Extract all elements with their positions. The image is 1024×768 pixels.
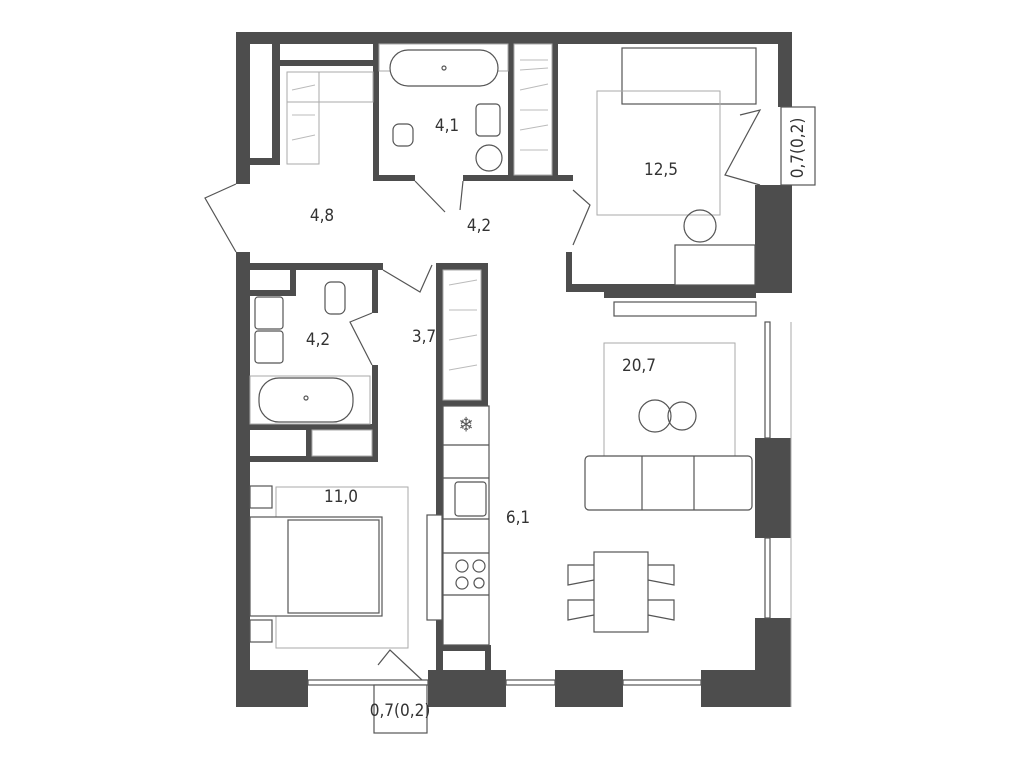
room-label-bedroom-main: 11,0 <box>323 487 359 507</box>
room-label-bath-top: 4,1 <box>434 116 460 136</box>
room-label-bath-left: 4,2 <box>305 330 331 350</box>
doors <box>204 109 762 681</box>
bathtub-left <box>249 281 371 425</box>
room-label-corridor: 3,7 <box>411 327 437 347</box>
bathtub-top <box>378 43 509 172</box>
room-label-bedroom-small: 12,5 <box>643 160 679 180</box>
svg-text:❄: ❄ <box>458 413 473 437</box>
balcony-right <box>780 106 816 186</box>
bedroom-small-furniture <box>596 47 757 317</box>
room-label-living: 20,7 <box>621 356 657 376</box>
room-label-balcony-right: 0,7(0,2) <box>788 117 808 179</box>
balcony-bottom <box>373 684 428 734</box>
walls <box>236 32 792 707</box>
wardrobe-shelves <box>286 43 553 457</box>
kitchen-counter: ❄ <box>442 405 490 646</box>
room-label-balcony-bottom: 0,7(0,2) <box>369 701 431 721</box>
bedroom-main-furniture <box>249 485 443 649</box>
living-furniture <box>567 342 753 633</box>
windows <box>307 321 792 707</box>
room-label-wardrobe-top: 4,8 <box>309 206 335 226</box>
room-label-hall: 4,2 <box>466 216 492 236</box>
room-label-kitchen: 6,1 <box>505 508 531 528</box>
